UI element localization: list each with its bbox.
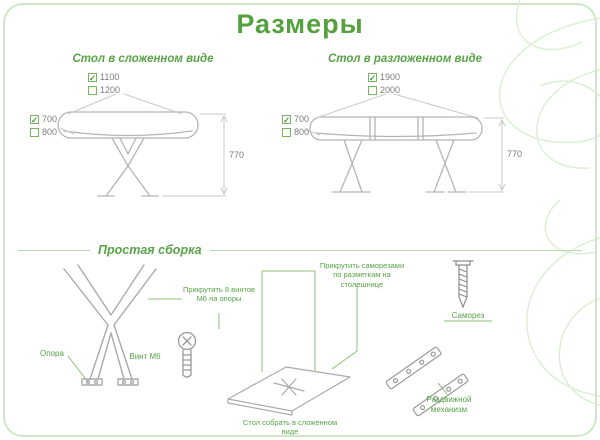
checkbox-checked-icon: ✓ xyxy=(30,114,39,125)
dimension-value: 2000 xyxy=(380,85,401,95)
assembly-section: Опора Винт М6 Прикрутить 8 винтов М6 на … xyxy=(0,255,600,440)
checkbox-unchecked-icon xyxy=(88,85,97,95)
dimension-value: 1100 xyxy=(100,72,120,82)
assemble-instruction-note: Стол собрать в сложенном виде xyxy=(242,418,338,437)
dimension-option: ✓ 1100 xyxy=(88,72,120,82)
sliding-mechanism-drawing xyxy=(385,346,469,417)
dimension-value: 1200 xyxy=(100,85,121,95)
mechanism-label: Раздвижной механизм xyxy=(426,395,472,414)
checkbox-checked-icon: ✓ xyxy=(368,72,377,83)
folded-depth-options: ✓ 700 800 xyxy=(30,114,57,137)
dimension-value: 1900 xyxy=(380,72,401,82)
screw-label: Саморез xyxy=(451,311,485,320)
table-leg-drawing xyxy=(63,264,157,386)
unfolded-table-drawing xyxy=(305,93,506,193)
checkbox-unchecked-icon xyxy=(30,127,39,137)
checkbox-unchecked-icon xyxy=(368,85,377,95)
folded-table-drawing xyxy=(57,93,228,197)
screw-instruction-note: Прикрутить саморезами по разметкам на ст… xyxy=(319,261,405,289)
bolt-label: Винт М6 xyxy=(129,352,161,361)
dimension-option: ✓ 700 xyxy=(282,114,309,124)
unfolded-depth-options: ✓ 700 800 xyxy=(282,114,309,137)
divider-line-right xyxy=(209,249,582,251)
dimension-option: 2000 xyxy=(368,85,400,95)
dimension-option: 1200 xyxy=(88,85,120,95)
page-title: Размеры xyxy=(236,9,364,39)
unfolded-table-section: Стол в разложенном виде ✓ 1900 2000 ✓ xyxy=(282,53,528,212)
folded-section-title: Стол в сложенном виде xyxy=(72,53,214,65)
unfolded-section-title: Стол в разложенном виде xyxy=(327,53,482,65)
folded-tabletop-drawing xyxy=(227,366,351,416)
assembly-header: Простая сборка xyxy=(18,243,582,257)
checkbox-checked-icon: ✓ xyxy=(282,114,291,125)
checkbox-checked-icon: ✓ xyxy=(88,72,97,83)
dimension-value: 700 xyxy=(294,114,310,124)
dimension-option: ✓ 700 xyxy=(30,114,57,124)
dimension-value: 800 xyxy=(42,127,58,137)
dimension-value: 700 xyxy=(42,114,58,124)
checkbox-unchecked-icon xyxy=(282,127,291,137)
dimension-option: ✓ 1900 xyxy=(368,72,400,82)
dimension-value: 800 xyxy=(294,127,310,137)
folded-table-section: Стол в сложенном виде ✓ 1100 1200 ✓ 700 xyxy=(28,53,258,212)
support-label: Опора xyxy=(40,349,64,358)
self-tapping-screw-icon xyxy=(452,260,474,309)
unfolded-width-options: ✓ 1900 2000 xyxy=(368,72,400,95)
dimension-option: 800 xyxy=(30,127,57,137)
folded-height-value: 770 xyxy=(229,150,245,160)
divider-line-left xyxy=(18,249,90,251)
dimension-option: 800 xyxy=(282,127,309,137)
bolt-icon xyxy=(177,331,197,378)
bolt-instruction-note: Прикрутить 8 винтов М6 на опоры xyxy=(183,285,255,304)
assembly-section-title: Простая сборка xyxy=(98,243,202,257)
folded-width-options: ✓ 1100 1200 xyxy=(88,72,120,95)
unfolded-height-value: 770 xyxy=(507,149,523,159)
